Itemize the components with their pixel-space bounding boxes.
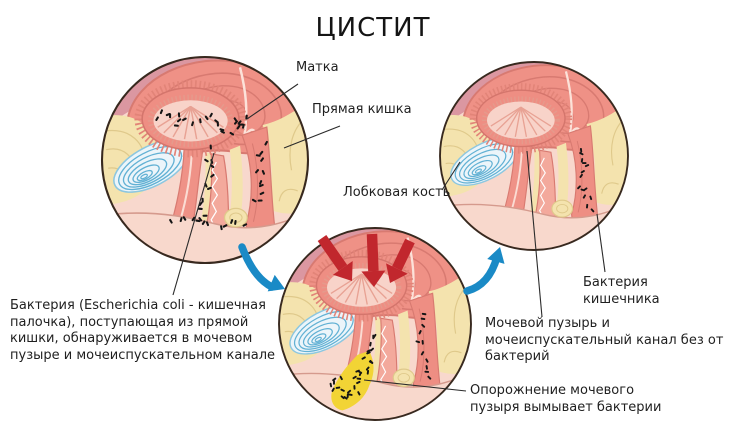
pressure-arrow-icon xyxy=(386,238,415,283)
label-uterus: Матка xyxy=(296,60,339,75)
illustration-infected-bladder xyxy=(100,55,310,265)
pointer-line xyxy=(363,379,467,392)
flow-arrow-icon xyxy=(463,247,505,295)
pressure-arrow-icon xyxy=(361,233,386,287)
pointer-line xyxy=(172,152,215,296)
page-title: ЦИСТИТ xyxy=(315,13,431,43)
pointer-line xyxy=(596,213,606,273)
note-bacteria-ecoli: Бактерия (Escherichia coli - кишечная па… xyxy=(10,298,276,363)
pointer-line xyxy=(246,83,299,120)
pointer-line xyxy=(283,125,341,149)
flow-arrow-icon xyxy=(238,243,285,292)
label-gut-bacteria: Бактерия кишечника xyxy=(583,275,660,307)
note-emptying: Опорожнение мочевого пузыря вымывает бак… xyxy=(470,383,662,415)
label-pubic-bone: Лобковая кость xyxy=(343,185,451,200)
note-clean-bladder: Мочевой пузырь и мочеиспускательный кана… xyxy=(485,316,724,364)
pressure-arrow-icon xyxy=(317,234,353,281)
pointer-line xyxy=(526,150,543,318)
pointer-line xyxy=(441,161,461,191)
label-rectum: Прямая кишка xyxy=(312,102,412,117)
